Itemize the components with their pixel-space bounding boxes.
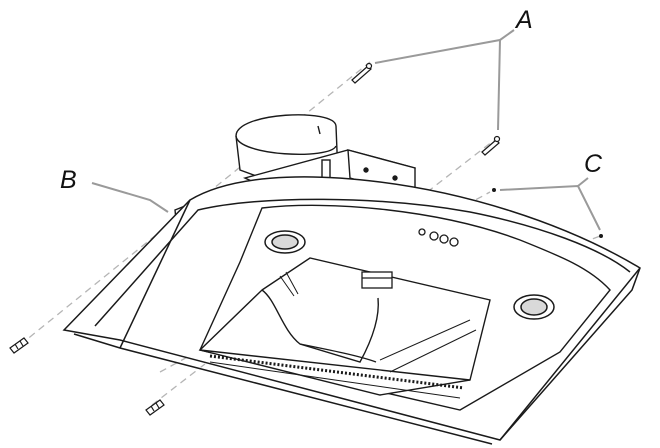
filter-opening	[198, 257, 491, 399]
screw-c-lower	[599, 234, 603, 238]
right-light	[513, 294, 555, 320]
screw-a-lower	[481, 135, 501, 156]
wall-plug-left	[9, 337, 29, 354]
leader-b	[91, 182, 169, 213]
callout-a-label: A	[516, 6, 533, 34]
callout-b-label: B	[60, 166, 77, 194]
leader-a	[374, 38, 502, 131]
wall-plug-bottom	[145, 399, 165, 416]
screw-c-upper	[492, 188, 496, 192]
motor-housing	[361, 271, 393, 289]
left-light	[264, 230, 306, 254]
control-panel	[418, 228, 459, 247]
screw-a-upper	[351, 62, 373, 84]
leader-lines	[91, 29, 601, 231]
callout-c-label: C	[584, 150, 603, 178]
